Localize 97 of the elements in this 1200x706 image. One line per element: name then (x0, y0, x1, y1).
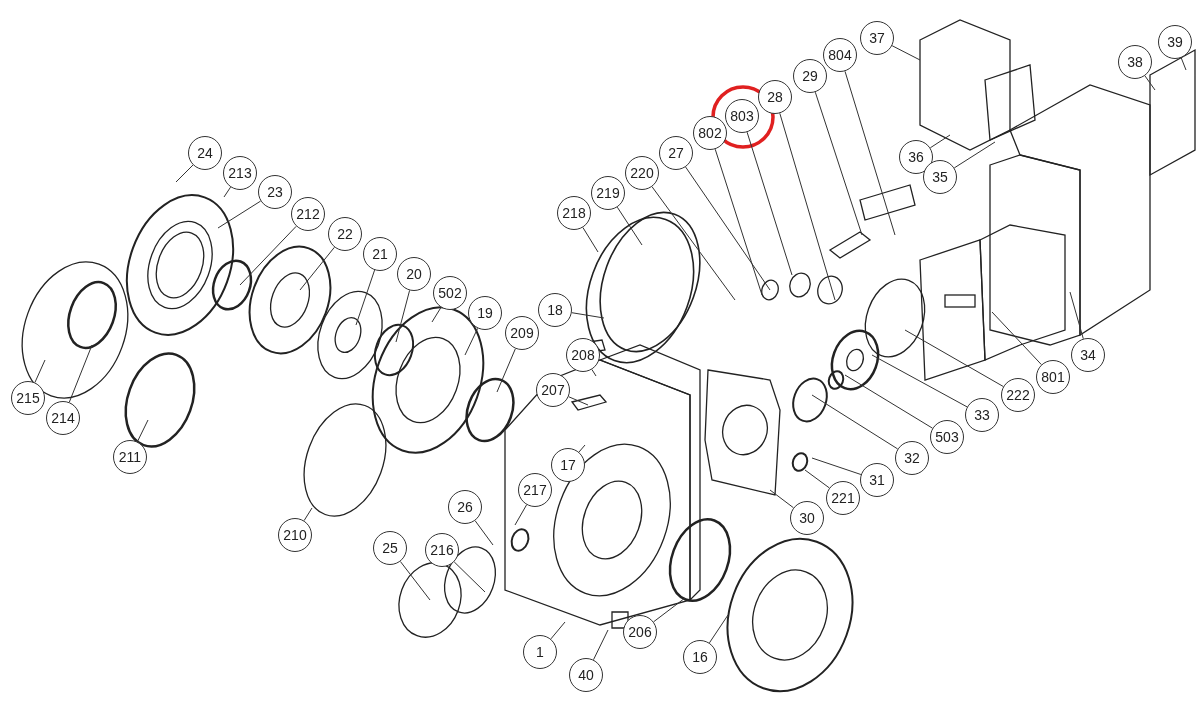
leader-line (239, 225, 297, 286)
leader-line (714, 148, 763, 296)
callout-number: 19 (468, 296, 502, 330)
callout-number: 209 (505, 316, 539, 350)
callout-number: 38 (1118, 45, 1152, 79)
callout-number: 217 (518, 473, 552, 507)
leader-line (814, 91, 863, 236)
callout-number: 33 (965, 398, 999, 432)
callout-number: 36 (899, 140, 933, 174)
callout-number: 25 (373, 531, 407, 565)
leader-line (811, 394, 899, 450)
callout-number: 502 (433, 276, 467, 310)
leader-line (303, 507, 313, 522)
callout-number: 221 (826, 481, 860, 515)
leader-line (593, 629, 609, 661)
callout-number: 37 (860, 21, 894, 55)
callout-number: 213 (223, 156, 257, 190)
callout-number: 210 (278, 518, 312, 552)
callout-number: 801 (1036, 360, 1070, 394)
leader-line (578, 444, 586, 453)
leader-line (779, 112, 836, 301)
leader-line (395, 289, 411, 343)
leader-line (453, 561, 486, 593)
leader-line (708, 614, 729, 644)
callout-number: 34 (1071, 338, 1105, 372)
callout-number: 503 (930, 420, 964, 454)
callout-number: 20 (397, 257, 431, 291)
leader-line (175, 164, 194, 183)
leader-line (355, 269, 376, 326)
leader-line (1144, 75, 1156, 91)
leader-line (1180, 57, 1187, 71)
callout-number: 1 (523, 635, 557, 669)
callout-number: 29 (793, 59, 827, 93)
leader-line (804, 469, 830, 489)
callout-number: 216 (425, 533, 459, 567)
callout-number: 208 (566, 338, 600, 372)
callout-number: 28 (758, 80, 792, 114)
callout-number: 32 (895, 441, 929, 475)
leader-line (34, 359, 46, 383)
leader-line (844, 70, 896, 236)
callout-number: 219 (591, 176, 625, 210)
leader-line (68, 344, 93, 403)
leader-line (904, 329, 1004, 387)
callout-number: 212 (291, 197, 325, 231)
callout-number: 39 (1158, 25, 1192, 59)
leader-line (217, 200, 262, 229)
callout-number: 22 (328, 217, 362, 251)
leader-line (891, 45, 921, 61)
leader-line (685, 166, 771, 291)
callout-number: 30 (790, 501, 824, 535)
leader-line (136, 419, 149, 443)
callout-number: 27 (659, 136, 693, 170)
leader-line (769, 489, 794, 509)
callout-number: 23 (258, 175, 292, 209)
leader-line (496, 348, 516, 393)
leader-line (550, 621, 566, 640)
callout-number: 218 (557, 196, 591, 230)
callout-number: 804 (823, 38, 857, 72)
leader-line (844, 374, 933, 429)
callout-number: 24 (188, 136, 222, 170)
callout-number: 211 (113, 440, 147, 474)
leader-line (591, 369, 597, 377)
callout-number: 222 (1001, 378, 1035, 412)
leader-line (399, 561, 431, 601)
leader-line (929, 134, 951, 149)
callout-number: 803 (725, 99, 759, 133)
leader-line (571, 312, 605, 319)
callout-number: 35 (923, 160, 957, 194)
leader-line (568, 396, 589, 406)
callout-number: 16 (683, 640, 717, 674)
callout-number: 26 (448, 490, 482, 524)
leader-line (223, 186, 232, 198)
callout-number: 207 (536, 373, 570, 407)
leader-line (953, 141, 996, 169)
leader-line (464, 327, 479, 356)
callout-number: 17 (551, 448, 585, 482)
callout-number: 21 (363, 237, 397, 271)
callout-number: 220 (625, 156, 659, 190)
callout-number: 802 (693, 116, 727, 150)
callout-number: 215 (11, 381, 45, 415)
leader-line (582, 227, 599, 253)
leader-line (616, 206, 643, 246)
callout-number: 18 (538, 293, 572, 327)
leader-line (299, 246, 335, 291)
callout-number: 206 (623, 615, 657, 649)
leader-line (811, 457, 862, 475)
leader-line (474, 520, 494, 546)
leader-line (514, 504, 528, 526)
leader-line (746, 131, 793, 276)
leader-line (991, 311, 1042, 366)
callout-number: 40 (569, 658, 603, 692)
leader-line (871, 354, 968, 408)
leader-line (653, 597, 686, 623)
callout-number: 214 (46, 401, 80, 435)
callout-number: 31 (860, 463, 894, 497)
leader-line (431, 306, 442, 323)
leader-line (651, 186, 736, 301)
